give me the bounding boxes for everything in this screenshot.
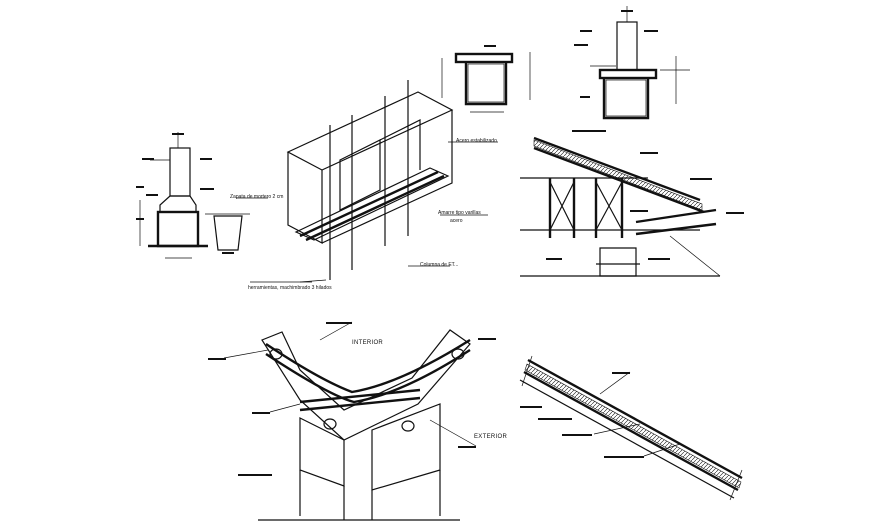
label-interior: INTERIOR — [352, 340, 384, 346]
corner-joint-isometric — [208, 321, 496, 521]
label-base-note: herramientas, machimbrado 3 hilados — [248, 285, 332, 291]
wall-footing-section-right — [574, 6, 690, 120]
label-exterior: EXTERIOR — [474, 434, 508, 440]
diagonal-rafter-section — [519, 355, 743, 501]
isometric-wall-frame — [236, 80, 498, 283]
label-wood-column: Columna de ET... — [420, 262, 459, 268]
small-footing-section — [441, 45, 531, 113]
stone-footing-section-left — [136, 132, 250, 259]
label-ridge-bar: Acero estabilizado — [456, 138, 497, 144]
label-rebar-note-2: acero — [450, 218, 463, 224]
roof-truss-section — [520, 130, 744, 277]
label-footing-note: Zapata de mortero 2 cm — [230, 194, 284, 200]
label-rebar-note: Amarre tipo varillas — [438, 210, 481, 216]
